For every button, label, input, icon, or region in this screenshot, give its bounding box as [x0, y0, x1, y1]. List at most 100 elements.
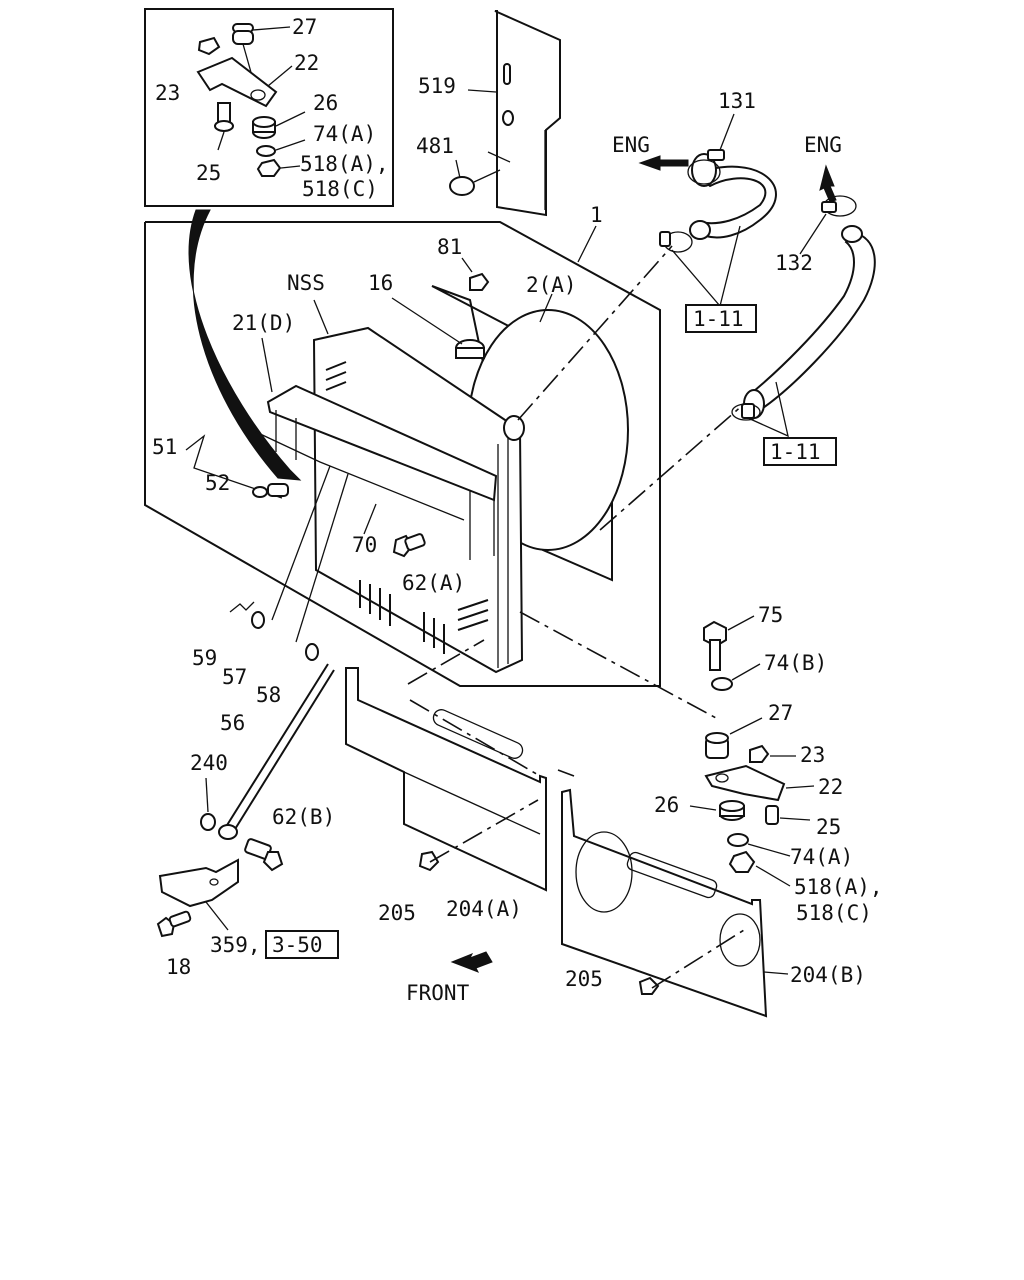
part-59-rod-assembly [229, 465, 349, 661]
part-81-nut [469, 272, 490, 291]
label-240: 240 [190, 751, 228, 775]
part-18-bolt [156, 910, 192, 938]
part-205-left-bolt [418, 850, 440, 872]
label-74b: 74(B) [764, 651, 827, 675]
svg-text:1-11: 1-11 [693, 307, 744, 331]
part-74a-top [256, 139, 306, 157]
part-204b-lower-shroud [561, 788, 768, 1018]
label-75: 75 [758, 603, 783, 627]
inset-leader-arrow [188, 209, 302, 481]
part-519-shroud [467, 10, 561, 217]
radiator-fins [325, 361, 489, 654]
label-81: 81 [437, 235, 462, 259]
label-59: 59 [192, 646, 217, 670]
label-518c-top: 518(C) [302, 177, 378, 201]
part-204a-lower-shroud [345, 667, 547, 892]
label-26-top: 26 [313, 91, 338, 115]
part-26-top [252, 111, 306, 139]
label-58: 58 [256, 683, 281, 707]
label-131: 131 [718, 89, 756, 113]
part-21d-upper-shroud [255, 384, 498, 560]
label-518a-right: 518(A), [794, 875, 883, 899]
svg-text:1-11: 1-11 [770, 440, 821, 464]
part-27-right [705, 717, 763, 759]
label-132: 132 [775, 251, 813, 275]
part-131-clamp [687, 149, 725, 185]
front-arrow-icon [450, 951, 493, 973]
label-51: 51 [152, 435, 177, 459]
label-eng-right: ENG [804, 133, 842, 157]
part-25-top [214, 102, 234, 151]
label-518c-right: 518(C) [796, 901, 872, 925]
inset-detail: 27 22 23 26 74(A) 25 518(A), 518(C) [144, 8, 394, 207]
part-132-clamp [821, 195, 857, 217]
part-23-right-nut [749, 744, 770, 763]
label-74a-top: 74(A) [313, 122, 376, 146]
label-nss: NSS [287, 271, 325, 295]
label-56: 56 [220, 711, 245, 735]
label-519: 519 [418, 74, 456, 98]
label-359: 359, [210, 933, 261, 957]
label-front: FRONT [406, 981, 470, 1005]
part-56-stay [218, 663, 335, 840]
part-359-bracket [158, 858, 239, 908]
label-2a: 2(A) [526, 273, 577, 297]
label-26-right: 26 [654, 793, 679, 817]
arrow-up-icon [819, 164, 837, 203]
label-22-right: 22 [818, 775, 843, 799]
arrow-left-icon [638, 155, 689, 171]
part-205-right-bolt [638, 976, 660, 995]
label-18: 18 [166, 955, 191, 979]
part-52-bolt [252, 483, 289, 498]
svg-text:3-50: 3-50 [272, 933, 323, 957]
label-74a-right: 74(A) [790, 845, 853, 869]
label-62a: 62(A) [402, 571, 465, 595]
hose-clamp-upper [659, 231, 693, 253]
main-assembly-frame [144, 221, 661, 687]
part-240-washer [200, 813, 216, 831]
part-radiator-core [312, 272, 525, 674]
label-205-right: 205 [565, 967, 603, 991]
ref-3-50[interactable]: 3-50 [265, 930, 339, 959]
part-upper-hose [689, 153, 777, 240]
label-481: 481 [416, 134, 454, 158]
part-22-top [196, 56, 293, 108]
part-58-washer [305, 643, 319, 661]
assembly-lines [407, 245, 745, 989]
label-21d: 21(D) [232, 311, 295, 335]
part-23-top [197, 36, 221, 56]
part-25-right-bolt [765, 805, 811, 825]
part-26-right [719, 800, 745, 821]
ref-1-11-lower[interactable]: 1-11 [763, 437, 837, 466]
part-62a-bolt [392, 533, 426, 558]
part-62b-bolt [244, 838, 284, 872]
part-22-right-bracket [704, 764, 815, 802]
part-74b-washer [711, 663, 761, 691]
label-204b: 204(B) [790, 963, 866, 987]
part-57-washer [251, 611, 265, 629]
label-518a-top: 518(A), [300, 152, 389, 176]
label-25-right: 25 [816, 815, 841, 839]
radiator-outlet [503, 415, 525, 441]
label-16: 16 [368, 271, 393, 295]
label-eng-left: ENG [612, 133, 650, 157]
label-204a: 204(A) [446, 897, 522, 921]
label-57: 57 [222, 665, 247, 689]
label-205-left: 205 [378, 901, 416, 925]
label-22-top: 22 [294, 51, 319, 75]
part-481-clip [449, 159, 501, 196]
part-75-bolt [703, 615, 755, 671]
ref-1-11-upper[interactable]: 1-11 [685, 304, 757, 333]
label-1: 1 [590, 203, 603, 227]
part-518-top [256, 158, 301, 177]
label-27-right: 27 [768, 701, 793, 725]
label-23-top: 23 [155, 81, 180, 105]
label-70: 70 [352, 533, 377, 557]
label-27-top: 27 [292, 15, 317, 39]
part-74a-right-washer [727, 833, 791, 857]
label-23-right: 23 [800, 743, 825, 767]
part-518-right-nut [728, 850, 791, 887]
label-52: 52 [205, 471, 230, 495]
label-25-top: 25 [196, 161, 221, 185]
